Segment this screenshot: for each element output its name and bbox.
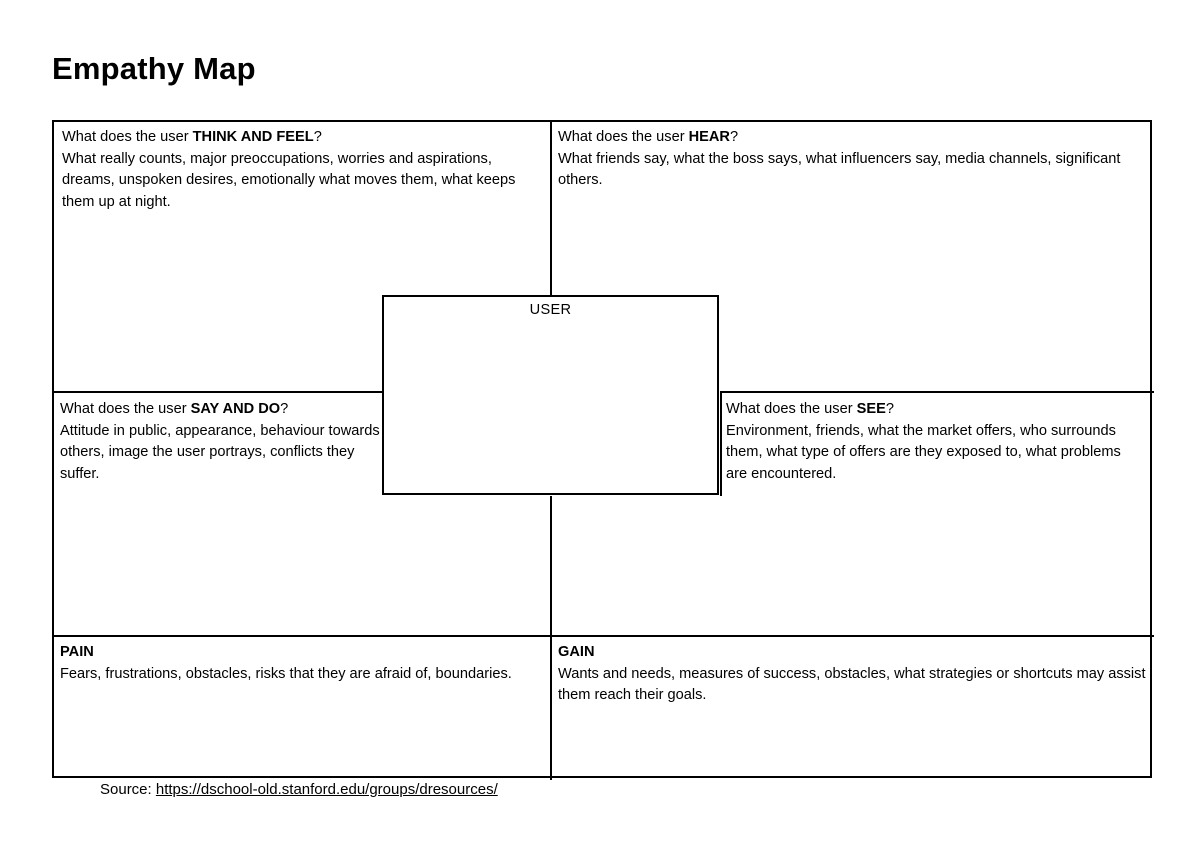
quadrant-say-and-do-body: Attitude in public, appearance, behaviou… [60,422,380,482]
user-box-label: USER [529,302,572,318]
quadrant-hear-heading: What does the user HEAR? [558,127,1138,149]
quadrant-pain-body: Fears, frustrations, obstacles, risks th… [60,665,512,682]
quadrant-hear: What does the user HEAR? What friends sa… [558,127,1138,192]
quadrant-think-and-feel-heading-prefix: What does the user [62,129,193,145]
quadrant-pain: PAIN Fears, frustrations, obstacles, ris… [60,642,530,685]
quadrant-see-heading-key: SEE [856,401,886,417]
quadrant-think-and-feel: What does the user THINK AND FEEL? What … [62,127,540,213]
divider-vertical-top [550,122,552,297]
quadrant-think-and-feel-heading-suffix: ? [313,129,322,145]
quadrant-say-and-do-heading-prefix: What does the user [60,401,191,417]
quadrant-say-and-do: What does the user SAY AND DO? Attitude … [60,399,380,485]
quadrant-think-and-feel-heading: What does the user THINK AND FEEL? [62,127,540,149]
divider-vertical-middle [550,496,552,635]
quadrant-see-heading-suffix: ? [885,401,894,417]
quadrant-see: What does the user SEE? Environment, fri… [726,399,1138,485]
quadrant-gain-body: Wants and needs, measures of success, ob… [558,665,1146,704]
quadrant-hear-body: What friends say, what the boss says, wh… [558,150,1121,189]
quadrant-gain: GAIN Wants and needs, measures of succes… [558,642,1150,707]
quadrant-pain-heading: PAIN [60,644,94,660]
source-url-link[interactable]: https://dschool-old.stanford.edu/groups/… [155,781,498,798]
quadrant-hear-heading-prefix: What does the user [558,129,689,145]
quadrant-gain-heading: GAIN [558,644,595,660]
quadrant-see-body: Environment, friends, what the market of… [726,422,1121,482]
user-box: USER [382,295,719,495]
quadrant-think-and-feel-heading-key: THINK AND FEEL [192,129,314,145]
quadrant-think-and-feel-body: What really counts, major preoccupations… [62,150,516,210]
page-title: Empathy Map [52,51,256,86]
quadrant-say-and-do-heading-key: SAY AND DO [190,401,281,417]
source-line: Source: https://dschool-old.stanford.edu… [100,779,498,800]
quadrant-see-heading-prefix: What does the user [726,401,857,417]
quadrant-hear-heading-suffix: ? [729,129,739,145]
divider-horizontal-upper-right [721,391,1154,393]
quadrant-hear-heading-key: HEAR [688,129,730,145]
quadrant-say-and-do-heading: What does the user SAY AND DO? [60,399,380,421]
divider-vertical-see [720,391,722,496]
quadrant-say-and-do-heading-suffix: ? [280,401,289,417]
source-label: Source: [100,781,156,798]
quadrant-see-heading: What does the user SEE? [726,399,1138,421]
divider-horizontal-lower [54,635,1154,637]
divider-horizontal-upper-left [54,391,384,393]
divider-vertical-bottom [550,635,552,780]
